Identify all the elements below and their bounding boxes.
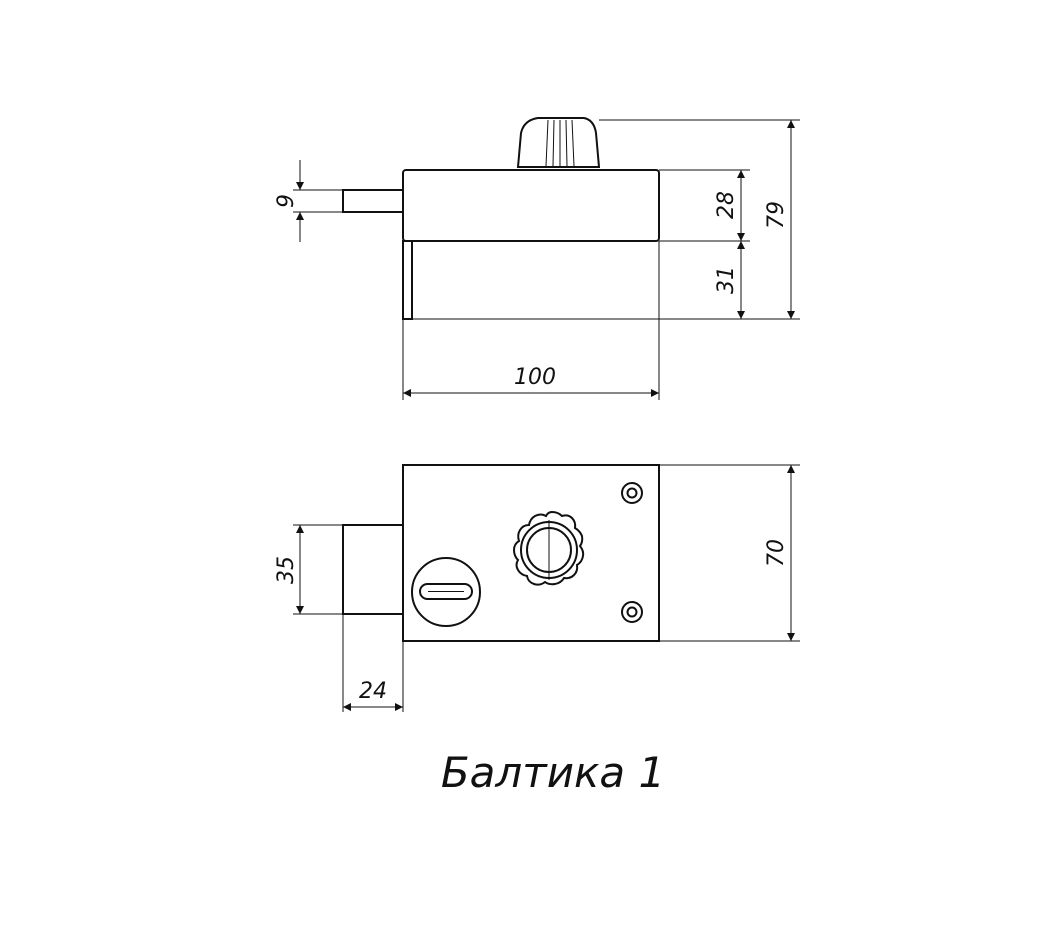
bolt-shaft-side	[342, 189, 404, 213]
lock-case-front	[402, 464, 660, 642]
keyhole	[411, 557, 481, 627]
dimension-bolt-extension: 24	[343, 679, 403, 711]
knob-ribs	[545, 119, 575, 167]
dimension-label-width: 100	[514, 365, 556, 390]
screw-top	[621, 482, 643, 504]
dimension-label-total-height: 79	[764, 201, 789, 229]
dimension-width: 100	[403, 365, 659, 397]
lock-body-side	[402, 169, 660, 242]
dimension-body-height: 28	[714, 170, 745, 241]
dimension-label-body-height: 28	[714, 191, 739, 219]
screw-bottom	[621, 601, 643, 623]
dimension-label-plate-height: 31	[714, 266, 739, 294]
dimension-plate-height: 31	[714, 241, 745, 319]
dimension-shaft-height: 9	[274, 160, 304, 242]
dimension-label-bolt-extension: 24	[359, 679, 387, 704]
mounting-plate-side	[402, 240, 413, 320]
front-view: 35 70 24	[274, 464, 800, 712]
dimension-total-height: 79	[764, 120, 795, 319]
drawing-title: Балтика 1	[441, 748, 665, 797]
dimension-label-bolt-width: 35	[274, 556, 299, 584]
side-extension-lines	[293, 119, 800, 400]
bolt-front	[342, 524, 404, 615]
dimension-case-height: 70	[764, 465, 795, 641]
dimension-label-shaft-height: 9	[274, 194, 299, 208]
side-view: 9 28 31 79 100	[274, 117, 800, 400]
knob-top-view	[512, 510, 585, 586]
dimension-bolt-width: 35	[274, 525, 304, 614]
dimension-label-case-height: 70	[764, 539, 789, 567]
knob-shape	[516, 117, 601, 168]
